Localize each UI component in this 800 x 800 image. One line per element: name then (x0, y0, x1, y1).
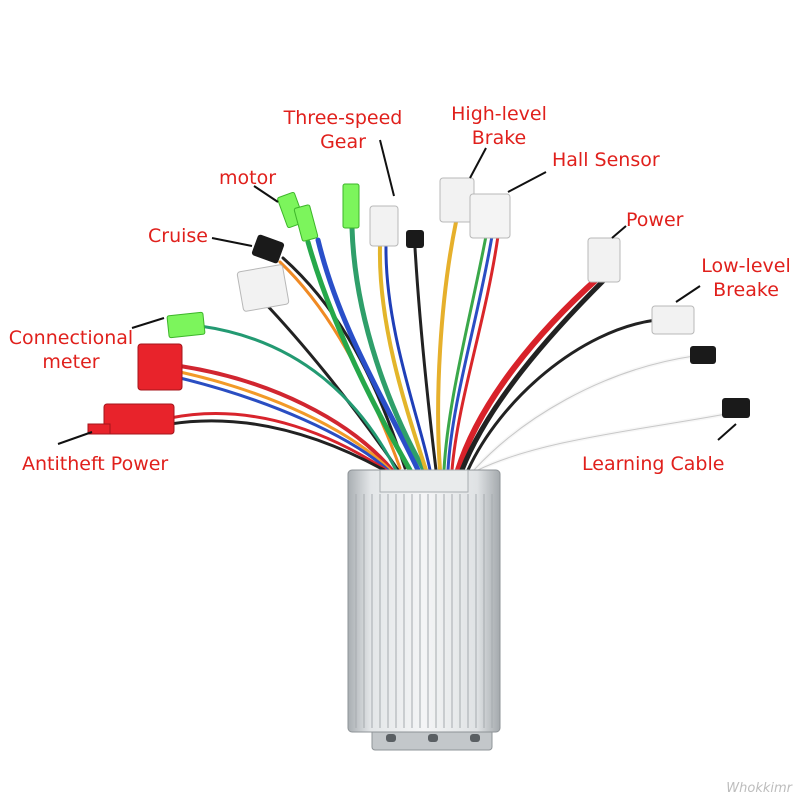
watermark: Whokkimr (726, 781, 792, 796)
leader-lines (57, 139, 737, 445)
connector-meter (166, 311, 206, 339)
wire-motor-green (305, 239, 413, 473)
leader-motor (253, 185, 279, 203)
connector-highbrake (439, 177, 475, 223)
connector-learning-2 (722, 398, 750, 418)
wire-brake-black (413, 246, 438, 472)
wire-cruise-black (281, 256, 407, 470)
leader-power (611, 225, 627, 239)
label-learning-cable: Learning Cable (582, 453, 725, 475)
label-low-level-breake: Low-level Breake (701, 255, 791, 301)
label-three-speed-gear: Three-speed Gear (283, 107, 403, 153)
leader-antitheft (57, 431, 93, 445)
label-antitheft-power: Antitheft Power (22, 453, 169, 475)
wire-hall-red (450, 234, 500, 472)
wire-power-black (459, 277, 607, 473)
wire-gear-blue (384, 244, 432, 472)
wire-lowbrake (466, 318, 658, 472)
wire-hall-green (442, 234, 488, 472)
connector-cruise (251, 234, 285, 264)
connector-hall-left (236, 264, 290, 312)
label-high-level-brake: High-level Brake (451, 103, 547, 149)
wire-gear-yellow (377, 244, 428, 472)
connector-hall (469, 193, 511, 239)
wire-bundle (168, 220, 728, 473)
leader-highbrake (469, 147, 487, 179)
wire-meter-red (178, 364, 394, 472)
wire-power-red (455, 275, 601, 473)
connector-learning-1 (690, 346, 716, 364)
connector-motor-3 (342, 183, 360, 229)
leader-cruise (211, 237, 253, 247)
leader-gear (379, 139, 395, 197)
leader-lowbrake (675, 285, 701, 303)
wire-learning-2-edge (477, 413, 727, 471)
wire-meter-blue (178, 376, 390, 472)
connector-power (587, 237, 621, 283)
label-motor: motor (219, 167, 277, 189)
label-cruise: Cruise (148, 225, 208, 247)
connector-red-large (137, 343, 183, 391)
wire-motor-teal (349, 225, 427, 473)
wire-meter-orange (178, 370, 392, 472)
connectors (87, 177, 750, 435)
wire-motor-blue (315, 237, 421, 473)
wire-meter-green (198, 324, 398, 472)
wire-brake-yellow (436, 220, 458, 472)
wire-hall-blue (446, 234, 494, 472)
label-power: Power (626, 209, 684, 231)
connector-motor-2 (293, 204, 319, 242)
wire-learning-1-edge (473, 355, 695, 471)
wire-antitheft-black (168, 419, 386, 472)
leader-hall (507, 171, 547, 193)
leader-learning (717, 423, 737, 441)
connector-gear (369, 205, 399, 247)
connector-lowbrake (651, 305, 695, 335)
wire-antitheft-red (168, 412, 388, 472)
leader-meter (131, 317, 165, 329)
connector-antitheft (103, 403, 175, 435)
label-connectional-meter: Connectional meter (8, 327, 134, 373)
label-hall-sensor: Hall Sensor (552, 149, 660, 171)
controller-housing (347, 469, 501, 751)
connector-brake-black (406, 230, 424, 248)
